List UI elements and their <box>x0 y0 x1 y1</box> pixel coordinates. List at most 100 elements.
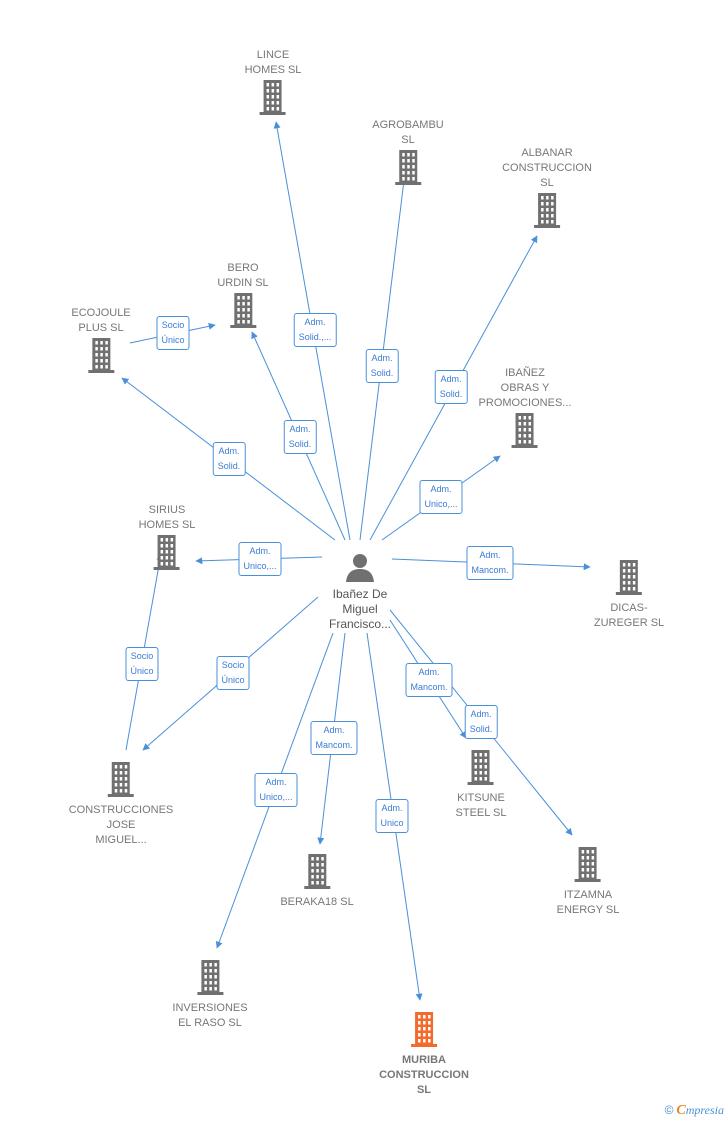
relation-badge[interactable]: Adm.Unico,... <box>254 773 298 807</box>
center-label-line-3: Francisco... <box>328 617 392 631</box>
center-person-node[interactable]: Ibañez De Miguel Francisco... <box>329 552 391 632</box>
building-icon <box>107 762 134 797</box>
node-label-line: JOSE <box>106 819 136 831</box>
badge-text: Adm. <box>249 546 271 556</box>
building-icon-wrap <box>228 291 258 334</box>
badge-text: Adm. <box>289 424 311 434</box>
node-label-line: CONSTRUCCION <box>379 1069 469 1081</box>
badge-text: Único <box>161 335 185 345</box>
node-label-line: ALBANAR <box>521 147 573 159</box>
badge-text: Mancom. <box>315 740 353 750</box>
node-label-line: OBRAS Y <box>500 382 550 394</box>
node-label-line: STEEL SL <box>455 807 507 819</box>
node-label-line: INVERSIONES <box>172 1002 248 1014</box>
center-label-line-1: Ibañez De <box>332 587 388 601</box>
brand-initial: C <box>676 1103 686 1118</box>
company-node-beraka[interactable]: BERAKA18 SL <box>280 852 354 910</box>
badge-text: Adm. <box>304 317 326 327</box>
building-icon <box>512 413 538 448</box>
building-icon-wrap <box>152 533 182 576</box>
building-icon-wrap <box>614 558 644 601</box>
badge-text: Adm. <box>265 777 287 787</box>
company-node-construcciones[interactable]: CONSTRUCCIONES JOSE MIGUEL... <box>68 760 174 848</box>
building-icon <box>575 847 601 882</box>
node-label-line: MIGUEL... <box>95 834 147 846</box>
node-label-line: HOMES SL <box>138 519 196 531</box>
building-icon-wrap <box>393 148 423 191</box>
badge-text: Adm. <box>418 667 440 677</box>
building-icon <box>304 854 330 889</box>
brand-name: mpresia <box>685 1103 724 1117</box>
relation-badge[interactable]: Adm. Mancom. <box>466 546 514 580</box>
building-icon-wrap <box>302 852 332 895</box>
building-icon-wrap <box>86 336 116 379</box>
building-icon <box>534 193 560 228</box>
node-label-line: BERAKA18 SL <box>280 896 354 908</box>
node-label-line: ECOJOULE <box>71 307 131 319</box>
relation-badge[interactable]: Adm. Solid. <box>464 705 498 739</box>
badge-text: Unico <box>380 818 404 828</box>
badge-text: Mancom. <box>471 565 509 575</box>
badge-text: Socio <box>221 660 245 670</box>
node-label-line: AGROBAMBU <box>372 119 444 131</box>
node-label-line: URDIN SL <box>217 277 269 289</box>
badge-text: Adm. <box>381 803 403 813</box>
badge-text: Unico,... <box>424 499 458 509</box>
building-icon <box>153 535 180 570</box>
building-icon-wrap <box>258 78 288 121</box>
node-label-line: LINCE <box>256 49 290 61</box>
node-label-line: DICAS- <box>610 602 648 614</box>
badge-text: Mancom. <box>410 682 448 692</box>
building-icon <box>197 960 223 995</box>
badge-text: Socio <box>130 651 154 661</box>
badge-text: Solid. <box>469 724 493 734</box>
relation-badge[interactable]: Adm. Mancom. <box>405 663 453 697</box>
person-icon <box>345 554 374 582</box>
badge-text: Solid. <box>370 368 394 378</box>
building-icon-wrap <box>106 760 136 803</box>
badge-text: Socio <box>161 320 185 330</box>
node-label-line: CONSTRUCCIONES <box>68 804 174 816</box>
badge-text: Solid. <box>217 461 241 471</box>
company-node-dicas[interactable]: DICAS-ZUREGER SL <box>594 558 664 631</box>
building-icon-wrap <box>466 748 496 791</box>
badge-text: Adm. <box>479 550 501 560</box>
relation-badge[interactable]: Adm.Solid. <box>434 370 468 404</box>
company-node-bero[interactable]: BERO URDIN SL <box>217 261 269 334</box>
relation-badge[interactable]: Adm. Unico <box>375 799 409 833</box>
badge-text: Adm. <box>470 709 492 719</box>
relation-badge[interactable]: Adm.Mancom. <box>310 721 358 755</box>
relation-badge[interactable]: Adm. Solid. <box>212 442 246 476</box>
badge-text: Solid.,... <box>298 332 332 342</box>
node-label-line: CONSTRUCCION <box>502 162 592 174</box>
building-icon-wrap <box>532 191 562 234</box>
badge-text: Unico,... <box>243 561 277 571</box>
badge-text: Adm. <box>440 374 462 384</box>
relation-badge[interactable]: Adm.Solid. <box>283 420 317 454</box>
badge-text: Adm. <box>430 484 452 494</box>
building-icon <box>467 750 494 785</box>
node-label-line: BERO <box>227 262 259 274</box>
relation-badge[interactable]: Adm. Solid.,... <box>293 313 337 347</box>
relation-badge[interactable]: Adm. Unico,... <box>238 542 282 576</box>
building-icon <box>87 338 114 373</box>
building-icon-wrap <box>573 845 603 888</box>
relation-badge[interactable]: Adm. Unico,... <box>419 480 463 514</box>
relation-badge[interactable]: Adm.Solid. <box>365 349 399 383</box>
node-label-line: SL <box>416 1084 432 1096</box>
badge-text: Adm. <box>218 446 240 456</box>
building-icon-wrap <box>409 1010 439 1053</box>
